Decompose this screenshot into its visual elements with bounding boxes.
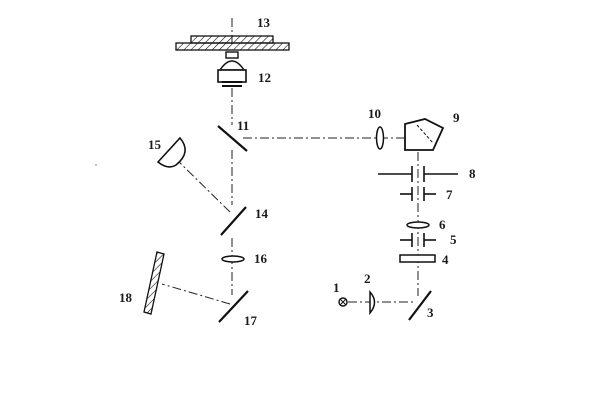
label-15: 15 xyxy=(148,137,162,152)
lens-16 xyxy=(221,255,245,263)
concave-mirror xyxy=(156,136,186,168)
label-12: 12 xyxy=(258,70,271,85)
beam-splitter-14 xyxy=(220,206,247,236)
prism xyxy=(404,118,445,151)
label-7: 7 xyxy=(446,187,453,202)
path-mirror-17-to-screen-18 xyxy=(161,283,231,305)
optical-paths xyxy=(161,18,419,305)
path-splitter-14-to-mirror-15 xyxy=(174,157,231,213)
label-13: 13 xyxy=(257,15,271,30)
beam-splitter-11 xyxy=(217,125,248,152)
objective-lens xyxy=(217,51,247,87)
component-labels: 1 2 3 4 5 6 7 8 9 10 11 12 13 14 15 16 1… xyxy=(119,15,476,328)
label-14: 14 xyxy=(255,206,269,221)
label-3: 3 xyxy=(427,305,434,320)
label-6: 6 xyxy=(439,217,446,232)
label-16: 16 xyxy=(254,251,268,266)
mirror-17 xyxy=(218,290,249,323)
label-17: 17 xyxy=(244,313,258,328)
stray-mark xyxy=(95,164,97,166)
label-18: 18 xyxy=(119,290,133,305)
label-2: 2 xyxy=(364,271,371,286)
light-source xyxy=(338,297,348,307)
aperture-5 xyxy=(400,233,436,247)
lens-6 xyxy=(406,221,430,229)
label-4: 4 xyxy=(442,252,449,267)
label-9: 9 xyxy=(453,110,460,125)
sample-stage xyxy=(175,35,290,51)
aperture-8 xyxy=(378,166,458,182)
label-10: 10 xyxy=(368,106,381,121)
lens-10 xyxy=(375,126,385,150)
label-5: 5 xyxy=(450,232,457,247)
lens-2 xyxy=(369,290,376,316)
label-8: 8 xyxy=(469,166,476,181)
filter-plate xyxy=(399,254,436,263)
screen xyxy=(143,251,165,315)
label-11: 11 xyxy=(237,118,249,133)
label-1: 1 xyxy=(333,280,340,295)
mirror-3 xyxy=(408,290,432,321)
aperture-7 xyxy=(400,187,436,201)
